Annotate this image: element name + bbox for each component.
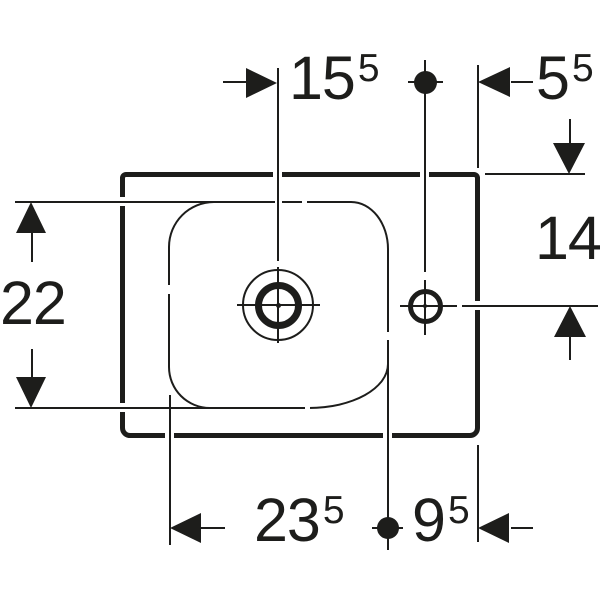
dim-14-bottom-arrow-tail: [569, 337, 571, 360]
dimension-dot-terminator: [377, 517, 399, 539]
drain-centerline: [277, 267, 279, 343]
dim-235-arrow-tail: [201, 527, 225, 529]
basin-outline-gap: [304, 406, 310, 411]
dimension-dot-terminator: [413, 70, 437, 94]
arrow-up-icon: [16, 202, 46, 233]
tap-centerline: [424, 60, 426, 272]
basin-outline-gap: [385, 332, 391, 340]
dim-95-arrow-tail: [511, 527, 533, 529]
dimension-superscript: 5: [571, 47, 594, 90]
top-edge-extension-line-right: [485, 173, 585, 175]
arrow-up-icon: [554, 306, 586, 337]
dimension-value: 22: [0, 269, 67, 337]
right-edge-extension-line-top: [477, 65, 479, 168]
dimension-value: 14: [535, 204, 600, 272]
dim-55-arrow-tail: [511, 81, 533, 83]
dim-14-top-arrow-tail: [569, 119, 571, 145]
arrow-right-icon: [246, 68, 277, 98]
basin-right-extension-line: [387, 340, 389, 550]
basin-outline-gap: [165, 285, 172, 294]
dimension-superscript: 5: [357, 47, 380, 90]
basin-left-extension-line: [169, 395, 171, 545]
dimension-value: 23: [254, 486, 321, 554]
dimension-superscript: 5: [447, 489, 470, 532]
tap-crosshair-horizontal: [400, 305, 457, 307]
dimension-label-left: 22: [0, 269, 67, 337]
basin-top-extension-line: [15, 201, 275, 203]
dim-155-arrow-tail: [223, 81, 250, 83]
right-edge-extension-line-bottom: [477, 445, 479, 542]
arrow-left-icon: [478, 67, 510, 97]
dim-22-top-arrow-tail: [31, 233, 33, 262]
tap-centerline: [424, 280, 426, 335]
arrow-left-icon: [478, 513, 509, 543]
tap-height-extension-line-right: [462, 305, 598, 307]
basin-bottom-extension-line: [15, 407, 305, 409]
drain-centerline: [277, 68, 279, 261]
arrow-left-icon: [170, 513, 201, 543]
dimension-label-right: 14: [535, 208, 600, 269]
dimension-superscript: 5: [322, 489, 345, 532]
arrow-down-icon: [16, 377, 46, 408]
dim-22-bottom-arrow-tail: [31, 349, 33, 377]
basin-outline-gap: [302, 200, 307, 205]
dimension-value: 5: [536, 44, 570, 112]
dimension-value: 9: [412, 486, 446, 554]
arrow-down-icon: [553, 143, 585, 174]
dimension-value: 15: [289, 44, 356, 112]
